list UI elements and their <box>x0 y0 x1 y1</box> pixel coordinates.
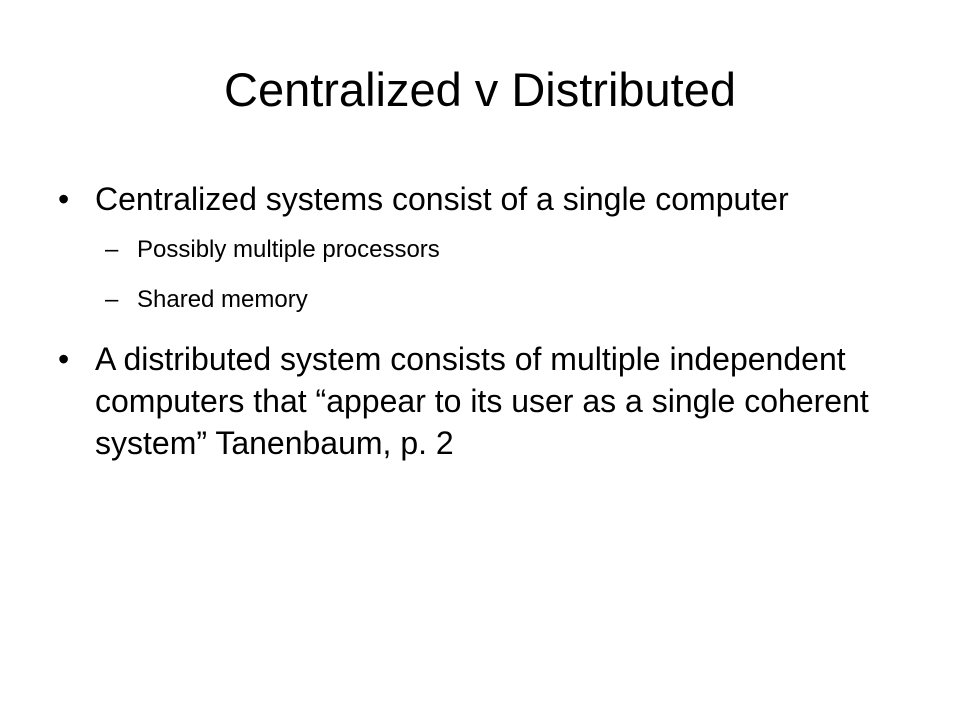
sub-bullet-text: Possibly multiple processors <box>137 236 440 263</box>
sub-bullet-item: – Shared memory <box>0 280 960 320</box>
bullet-text: Centralized systems consist of a single … <box>95 181 789 217</box>
bullet-list: • Centralized systems consist of a singl… <box>0 178 960 482</box>
sub-bullet-list: – Possibly multiple processors – Shared … <box>0 230 960 320</box>
slide-title: Centralized v Distributed <box>224 63 736 116</box>
sub-bullet-text: Shared memory <box>137 286 308 313</box>
bullet-item-distributed: • A distributed system consists of multi… <box>0 338 960 464</box>
bullet-item-centralized: • Centralized systems consist of a singl… <box>0 178 960 320</box>
sub-bullet-item: – Possibly multiple processors <box>0 230 960 270</box>
bullet-icon: • <box>58 181 70 217</box>
dash-icon: – <box>105 286 119 313</box>
dash-icon: – <box>105 236 119 263</box>
bullet-text: A distributed system consists of multipl… <box>95 341 869 461</box>
bullet-icon: • <box>58 341 70 377</box>
